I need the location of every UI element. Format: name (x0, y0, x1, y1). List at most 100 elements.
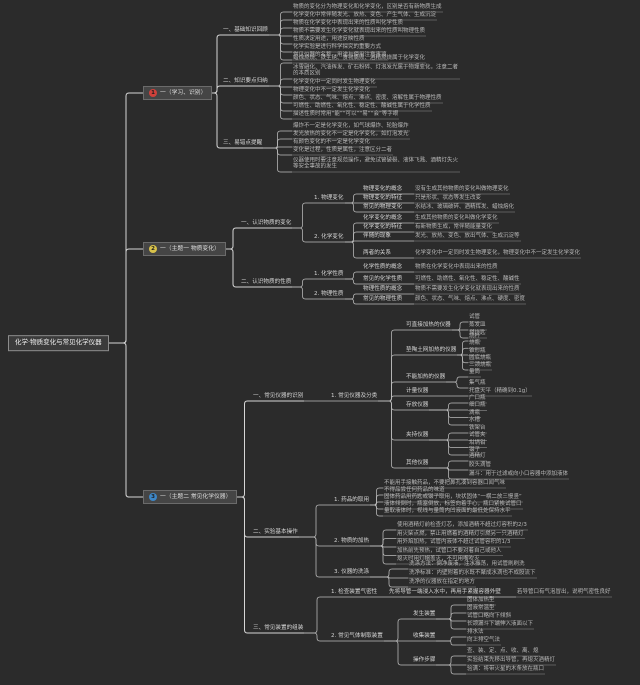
subtopic[interactable]: 二、认识物质的性质 (241, 278, 292, 285)
subtopic[interactable]: 存放仪器 (406, 401, 429, 408)
leaf-topic[interactable]: 蒸发皿 (469, 322, 486, 329)
leaf-topic[interactable]: 颜色、状态、气味、熔点、沸点、密度、溶解性属于物理性质 (293, 95, 442, 102)
subtopic[interactable]: 三、易错点提醒 (223, 139, 263, 146)
leaf-topic[interactable]: 没有生成其他物质的变化叫做物理变化 (415, 186, 509, 193)
subtopic[interactable]: 化学变化的概念 (363, 214, 403, 221)
subtopic[interactable]: 2. 物理性质 (314, 290, 344, 297)
subtopic[interactable]: 计量仪器 (406, 387, 429, 394)
leaf-topic[interactable]: 液体倾倒时，瓶塞倒放，标签向着手心，瓶口紧挨试管口 (384, 501, 522, 508)
leaf-topic[interactable]: 可燃性、助燃性、氧化性、稳定性、酸碱性 (415, 276, 520, 283)
leaf-topic[interactable]: 有新物质生成，常伴随能量变化 (415, 224, 493, 231)
leaf-topic[interactable]: 量取液体时，视线与量筒内凹液面的最低处保持水平 (384, 508, 511, 515)
leaf-topic[interactable]: 冰雪融化、汽油挥发、矿石粉碎、灯泡发光属于物理变化，注意二者的本质区别 (293, 64, 459, 78)
leaf-topic[interactable]: 固体加热型 (467, 597, 495, 604)
subtopic[interactable]: 常见的化学性质 (363, 275, 403, 282)
leaf-topic[interactable]: 实验结束先移出导管，再熄灭酒精灯 (467, 657, 556, 664)
subtopic[interactable]: 3. 仪器的洗涤 (334, 568, 370, 575)
leaf-topic[interactable]: 试管 (469, 314, 481, 321)
subtopic[interactable]: 一、认识物质的变化 (241, 219, 292, 226)
leaf-topic[interactable]: 洗涤方法：倒净废液，注水振荡，用试管刷刷洗 (409, 561, 525, 568)
leaf-topic[interactable]: 滴瓶 (469, 409, 481, 416)
leaf-topic[interactable]: 熄灭时用灯帽盖灭，不可用嘴吹灭 (397, 556, 480, 563)
leaf-topic[interactable]: 洗净标准：内壁附着的水既不聚成水滴也不成股流下 (409, 570, 536, 577)
subtopic[interactable]: 化学变化的特征 (363, 223, 403, 230)
leaf-topic[interactable]: 化学实验是进行科学探究的重要方式 (293, 44, 382, 51)
leaf-topic[interactable]: 发光放热的变化不一定是化学变化，如灯泡发光 (293, 131, 409, 138)
leaf-topic[interactable]: 固液常温型 (467, 605, 495, 612)
subtopic[interactable]: 1. 化学性质 (314, 270, 344, 277)
leaf-topic[interactable]: 集气瓶 (469, 380, 486, 387)
leaf-topic[interactable]: 量筒 (469, 369, 481, 376)
leaf-topic[interactable]: 不能用手接触药品，不要把鼻孔凑到容器口闻气味 (384, 480, 506, 487)
subtopic[interactable]: 1. 常见仪器及分类 (331, 392, 378, 399)
leaf-topic[interactable]: 加热前先预热，试管口不要对着自己或他人 (397, 547, 502, 554)
leaf-topic[interactable]: 可燃性、助燃性、氧化性、稳定性、酸碱性属于化学性质 (293, 103, 431, 110)
leaf-topic[interactable]: 锥形瓶 (469, 347, 486, 354)
subtopic[interactable]: 垫陶土网加热的仪器 (406, 346, 457, 353)
subtopic[interactable]: 先将导管一端浸入水中，再用手紧握容器外壁 (389, 588, 501, 595)
subtopic[interactable]: 常见的物理变化 (363, 203, 403, 210)
leaf-topic[interactable]: 蜡烛燃烧、铁生锈、食物腐败、酒精燃烧属于化学变化 (293, 55, 426, 62)
leaf-topic[interactable]: 性质决定用途，用途反映性质 (293, 36, 365, 43)
leaf-topic[interactable]: 试管夹 (469, 432, 486, 439)
leaf-topic[interactable]: 长颈漏斗下端伸入液面以下 (467, 621, 534, 628)
subtopic[interactable]: 2. 物质的加热 (334, 537, 370, 544)
leaf-topic[interactable]: 坩埚钳 (469, 439, 486, 446)
leaf-topic[interactable]: 仪器使用时要注意规范操作，避免试管破裂、液体飞溅、酒精灯失火等安全事故的发生 (293, 157, 459, 171)
leaf-topic[interactable]: 用外焰加热，试管内液体不超过试管容积的1/3 (397, 539, 511, 546)
leaf-topic[interactable]: 向上排空气法 (467, 637, 501, 644)
leaf-topic[interactable]: 水槽 (469, 417, 481, 424)
leaf-topic[interactable]: 固体药品用药匙或镊子取用，块状固体“一横二放三慢竖” (384, 494, 522, 501)
leaf-topic[interactable]: 烧瓶 (469, 340, 481, 347)
leaf-topic[interactable]: 物质的变化分为物理变化和化学变化，区别是否有新物质生成 (293, 4, 442, 11)
subtopic[interactable]: 夹持仪器 (406, 431, 429, 438)
leaf-topic[interactable]: 铁架台 (469, 425, 486, 432)
leaf-topic[interactable]: 物质在化学变化中表现出来的性质 (415, 264, 498, 271)
subtopic[interactable]: 1. 药品的取用 (334, 496, 370, 503)
subtopic[interactable]: 两者的关系 (363, 249, 391, 256)
leaf-topic[interactable]: 洗净的仪器放在指定的地方 (409, 579, 476, 586)
subtopic[interactable]: 物理性质的概念 (363, 285, 403, 292)
subtopic[interactable]: 不能加热的仪器 (406, 373, 446, 380)
leaf-topic[interactable]: 胶头滴管 (469, 462, 492, 469)
leaf-topic[interactable]: 漏斗：用于过滤或向小口容器中添加液体 (469, 471, 569, 478)
subtopic[interactable]: 常见的物理性质 (363, 295, 403, 302)
leaf-topic[interactable]: 生成其他物质的变化叫做化学变化 (415, 215, 498, 222)
subtopic[interactable]: 二、知识要点归纳 (223, 77, 268, 84)
leaf-topic[interactable]: 试管口略向下倾斜 (467, 613, 512, 620)
subtopic[interactable]: 2. 常见气体制取装置 (331, 632, 383, 639)
subtopic[interactable]: 一、基础知识回顾 (223, 26, 268, 33)
leaf-topic[interactable]: 化学变化中一定同时发生物理变化 (293, 79, 376, 86)
leaf-topic[interactable]: 颜色、状态、气味、熔点、沸点、硬度、密度 (415, 296, 526, 303)
subtopic[interactable]: 发生装置 (413, 610, 436, 617)
subtopic[interactable]: 三、常见装置的组装 (253, 624, 304, 631)
leaf-topic[interactable]: 只是形状、状态等发生改变 (415, 195, 482, 202)
leaf-topic[interactable]: 变化是过程，性质是属性，注意区分二者 (293, 147, 393, 154)
root-topic[interactable]: 化学·物质变化与常见化学仪器 (8, 335, 109, 351)
leaf-topic[interactable]: 烧杯 (469, 333, 481, 340)
subtopic[interactable]: 2. 化学变化 (314, 233, 344, 240)
leaf-topic[interactable]: 发光、放热、变色、放出气体、生成沉淀等 (415, 233, 520, 240)
leaf-topic[interactable]: 排水法 (467, 629, 484, 636)
leaf-topic[interactable]: 描述性质时常用“能”“可以”“易”“会”等字眼 (293, 111, 399, 118)
leaf-topic[interactable]: 用火柴点燃，禁止用燃着的酒精灯引燃另一只酒精灯 (397, 530, 524, 537)
subtopic[interactable]: 其他仪器 (406, 459, 429, 466)
leaf-topic[interactable]: 使用酒精灯前检查灯芯，添加酒精不超过灯容积的2/3 (397, 522, 527, 529)
leaf-topic[interactable]: 不得品尝任何药品的味道 (384, 487, 445, 494)
leaf-topic[interactable]: 化学变化中常伴随发光、放热、变色、产生气体、生成沉淀 (293, 12, 437, 19)
leaf-topic[interactable]: 细口瓶 (469, 402, 486, 409)
leaf-topic[interactable]: 物理变化中不一定发生化学变化 (293, 87, 371, 94)
subtopic[interactable]: 可直接加热的仪器 (406, 321, 451, 328)
subtopic[interactable]: 物理变化的特征 (363, 194, 403, 201)
leaf-topic[interactable]: 若导管口有气泡冒出，说明气密性良好 (517, 589, 611, 596)
leaf-topic[interactable]: 化学变化中一定同时发生物理变化，物理变化中不一定发生化学变化 (415, 250, 581, 257)
leaf-topic[interactable]: 燃烧匙 (469, 330, 486, 337)
leaf-topic[interactable]: 有颜色变化的不一定是化学变化 (293, 139, 371, 146)
leaf-topic[interactable]: 圆底烧瓶 (469, 354, 492, 361)
subtopic[interactable]: 一、常见仪器的识别 (253, 392, 304, 399)
leaf-topic[interactable]: 物质不需要发生化学变化就表现出来的性质 (415, 286, 520, 293)
subtopic[interactable]: 收集装置 (413, 632, 436, 639)
leaf-topic[interactable]: 查、装、定、点、收、离、熄 (467, 648, 539, 655)
